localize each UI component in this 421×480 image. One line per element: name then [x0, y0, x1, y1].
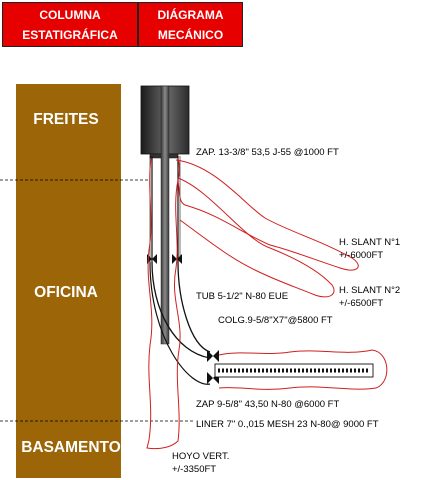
stratigraphic-column — [16, 84, 121, 478]
deviated-casing — [177, 261, 211, 353]
header-line: MECÁNICO — [157, 27, 224, 42]
formation-label-basamento: BASAMENTO — [21, 439, 121, 456]
vertical-hole-outline — [146, 157, 181, 450]
deviated-casing — [149, 261, 211, 385]
deviated-casing — [151, 261, 211, 359]
slant-2-depth: +/-6500FT — [339, 298, 383, 309]
slant-2-outline — [177, 177, 335, 298]
header-line: ESTATIGRÁFICA — [22, 27, 118, 42]
liner-label: LINER 7" 0.,015 MESH 23 N-80@ 9000 FT — [196, 419, 379, 430]
vertical-hole-label: HOYO VERT. — [172, 451, 229, 462]
header-line: COLUMNA — [39, 7, 101, 22]
tubing-string — [160, 85, 170, 345]
shoe-packer — [207, 350, 219, 362]
header-line: DIÁGRAMA — [157, 7, 224, 22]
tubing-label: TUB 5-1/2" N-80 EUE — [196, 291, 288, 302]
slant-1-outline — [175, 159, 359, 271]
slant-1-depth: +/-6000FT — [339, 250, 383, 261]
lateral-hole-outline — [218, 349, 388, 390]
slant-1-label: H. SLANT N°1 — [339, 237, 400, 248]
collar-label: COLG.9-5/8"X7"@5800 FT — [218, 315, 333, 326]
casing-shoe-13-3-8-label: ZAP. 13-3/8" 53,5 J-55 @1000 FT — [196, 147, 339, 158]
casing-shoe-9-5-8-label: ZAP 9-5/8" 43,50 N-80 @6000 FT — [196, 399, 339, 410]
vertical-hole-depth: +/-3350FT — [172, 464, 216, 475]
formation-label-oficina: OFICINA — [34, 284, 98, 301]
stratigraphic-column-header: COLUMNA ESTATIGRÁFICA — [2, 2, 138, 47]
mechanical-diagram-header: DIÁGRAMA MECÁNICO — [138, 2, 243, 47]
slant-2-label: H. SLANT N°2 — [339, 285, 400, 296]
packer-marker — [147, 254, 157, 264]
formation-label-freites: FREITES — [33, 111, 98, 128]
